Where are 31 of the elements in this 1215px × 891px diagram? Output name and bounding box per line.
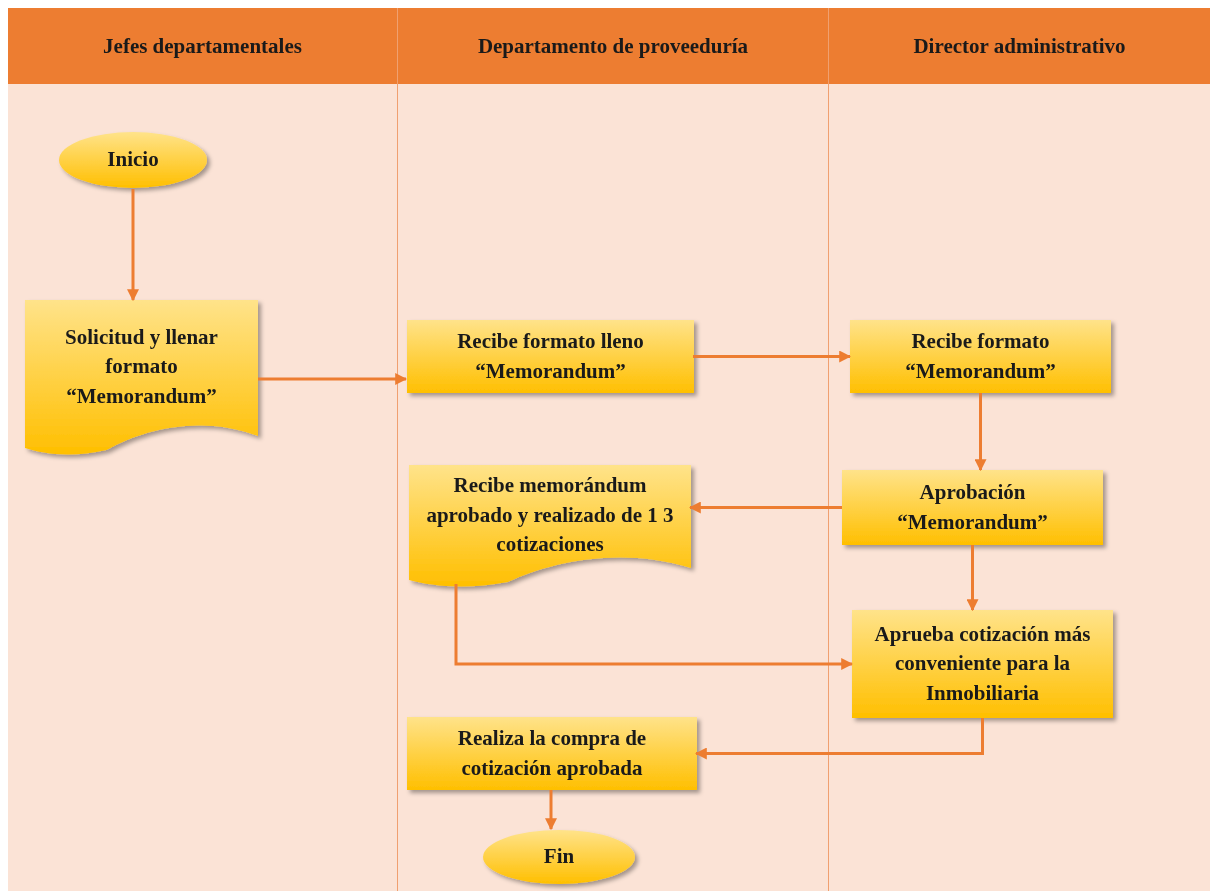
arrow xyxy=(454,584,854,670)
node-label: Recibe formato lleno “Memorandum” xyxy=(456,328,645,385)
process-box xyxy=(850,320,1111,393)
terminator-ellipse xyxy=(482,829,636,885)
arrow xyxy=(545,790,557,831)
arrow xyxy=(966,545,979,612)
lane-header: Departamento de proveeduría xyxy=(398,8,828,84)
arrow xyxy=(694,718,984,760)
arrow xyxy=(693,350,852,363)
arrow xyxy=(258,373,408,385)
node-label: Realiza la compra de cotización aprobada xyxy=(456,725,648,782)
node-label: Aprueba cotización más conveniente para la Inmobiliaria xyxy=(873,620,1092,707)
process-box xyxy=(407,320,694,393)
process-box xyxy=(852,610,1113,718)
node-label: Aprobación “Memorandum” xyxy=(896,479,1049,536)
process-box xyxy=(842,470,1103,545)
lane-header: Jefes departamentales xyxy=(8,8,397,84)
swimlane xyxy=(8,8,397,891)
node-label: Recibe formato “Memorandum” xyxy=(904,328,1057,385)
arrow xyxy=(974,393,987,472)
swimlane xyxy=(829,8,1210,891)
node-label: Solicitud y llenar formato “Memorandum” xyxy=(64,323,219,410)
node-label: Fin xyxy=(542,843,576,871)
terminator-ellipse xyxy=(58,131,208,189)
node-label: Inicio xyxy=(106,146,160,174)
node-label: Recibe memorándum aprobado y realizado de 1 3 cotizaciones xyxy=(425,472,675,559)
arrow xyxy=(127,189,139,302)
lane-header: Director administrativo xyxy=(829,8,1210,84)
arrow xyxy=(688,501,842,514)
swimlane xyxy=(397,8,829,891)
process-box xyxy=(407,717,697,790)
